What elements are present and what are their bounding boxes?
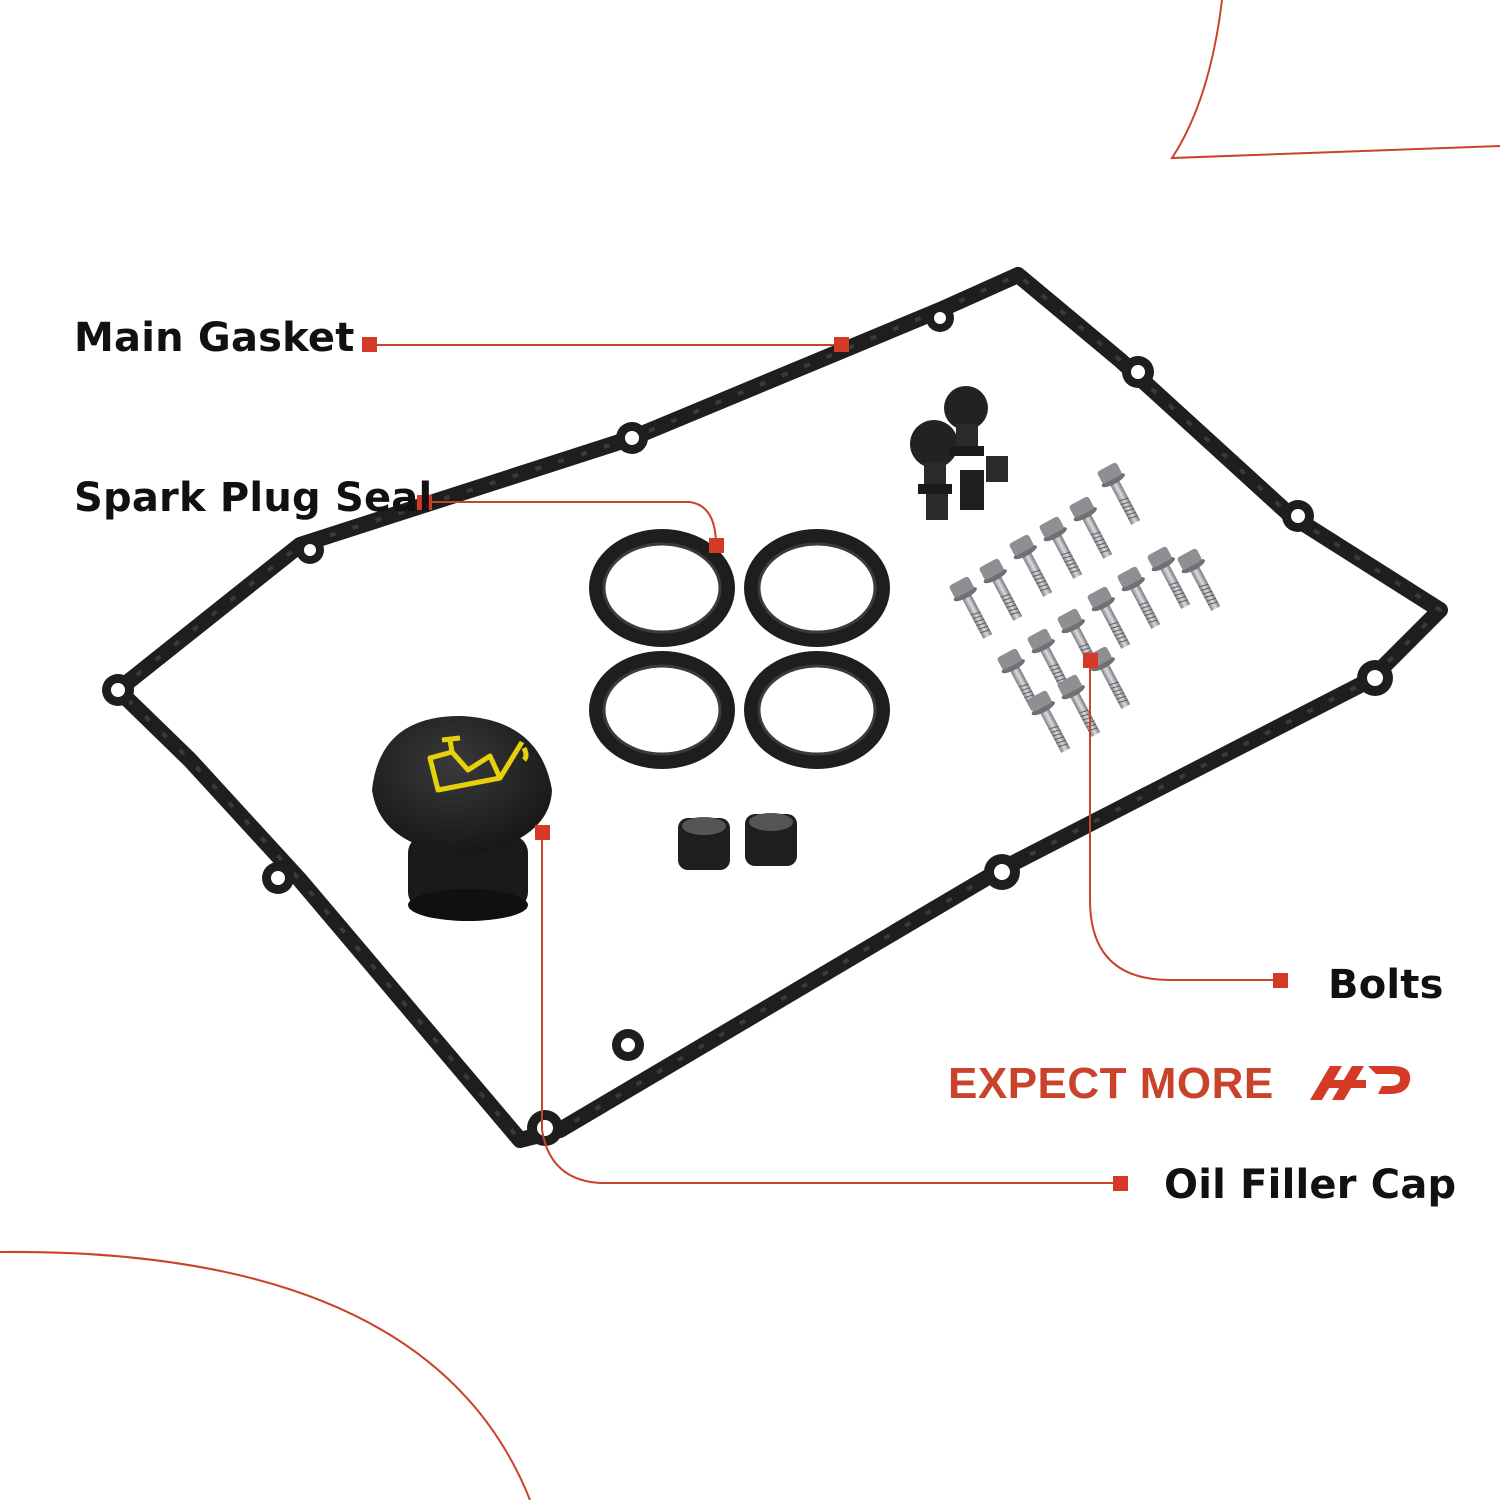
bolt [1027, 628, 1071, 691]
bolt [1087, 586, 1131, 649]
bolt [1097, 462, 1141, 525]
ball-studs [910, 386, 1008, 520]
spark-plug-seals [589, 529, 890, 769]
bolt [949, 576, 993, 639]
bolt [1039, 516, 1083, 579]
spark-plug-seal [744, 651, 890, 769]
bolt [1027, 690, 1071, 753]
bolt [1009, 534, 1053, 597]
decorative-arc-top-right [1170, 0, 1500, 160]
bolt [979, 558, 1023, 621]
oil-can-icon [427, 735, 529, 793]
callout-leaders [370, 344, 1280, 1184]
label-main-gasket: Main Gasket [74, 315, 355, 361]
spark-plug-seal [744, 529, 890, 647]
label-spark-plug-seal: Spark Plug Seal [74, 475, 433, 521]
small-bushings [678, 813, 797, 870]
bolt [1117, 566, 1161, 629]
bolt [1147, 546, 1191, 609]
oil-filler-cap [372, 715, 552, 921]
bolt [1069, 496, 1113, 559]
brand-tagline: EXPECT MORE [948, 1059, 1274, 1108]
main-gasket [102, 267, 1448, 1148]
decorative-arc-bottom-left [0, 1250, 531, 1500]
bolts [949, 462, 1221, 753]
callout-markers [362, 337, 1288, 1191]
a-premium-logo-icon [1310, 1066, 1411, 1100]
label-bolts: Bolts [1328, 962, 1444, 1008]
spark-plug-seal [589, 651, 735, 769]
bolt [1057, 674, 1101, 737]
spark-plug-seal [589, 529, 735, 647]
label-oil-filler-cap: Oil Filler Cap [1164, 1162, 1457, 1208]
bolt [1177, 548, 1221, 611]
